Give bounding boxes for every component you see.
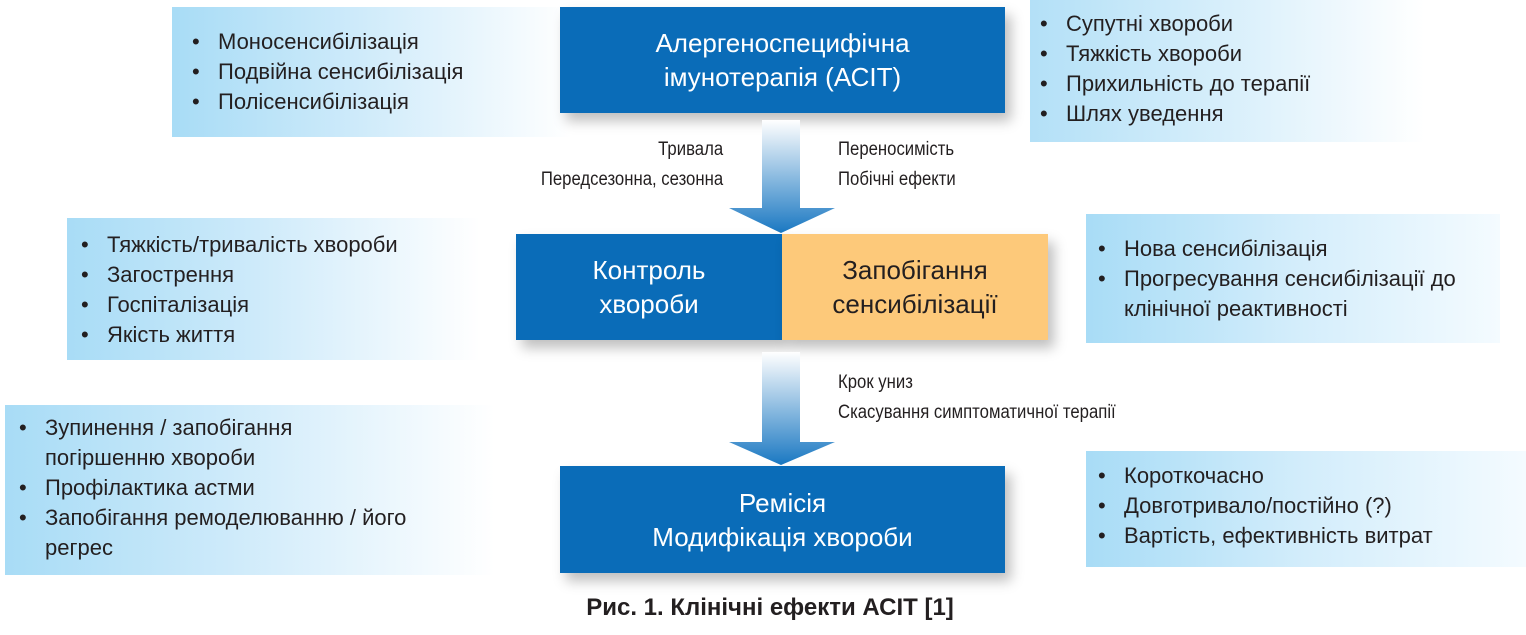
list-item: Зупинення / запобігання погіршенню хворо… bbox=[19, 413, 355, 473]
note-tolerance: Переносимість bbox=[838, 139, 955, 160]
control-title-line2: хвороби bbox=[599, 289, 699, 319]
list-item: Вартість, ефективність витрат bbox=[1098, 521, 1526, 551]
note-symptomatic-withdrawal: Скасування симптоматичної терапії bbox=[838, 402, 1116, 423]
list-item: Прихильність до терапії bbox=[1040, 69, 1425, 99]
down-arrow-icon bbox=[729, 352, 835, 465]
down-arrow-icon bbox=[729, 120, 835, 233]
list-item: Нова сенсибілізація bbox=[1098, 234, 1490, 264]
sensitization-prevention-box: Запобігання сенсибілізації bbox=[782, 234, 1048, 340]
sensitization-types-box: Моносенсибілізація Подвійна сенсибілізац… bbox=[172, 7, 572, 137]
duration-cost-box: Короткочасно Довготривало/постійно (?) В… bbox=[1086, 451, 1526, 567]
sensitization-progress-box: Нова сенсибілізація Прогресування сенсиб… bbox=[1086, 214, 1500, 343]
list-item: Госпіталізація bbox=[81, 290, 480, 320]
remission-title-line1: Ремісія bbox=[738, 487, 827, 518]
note-side-effects: Побічні ефекти bbox=[838, 169, 956, 190]
arrow1-right-notes: Переносимість Побічні ефекти bbox=[838, 135, 956, 195]
list-item: Довготривало/постійно (?) bbox=[1098, 491, 1526, 521]
list-item: Короткочасно bbox=[1098, 461, 1526, 491]
figure-caption: Рис. 1. Клінічні ефекти АСІТ [1] bbox=[586, 594, 954, 621]
disease-control-box: Контроль хвороби bbox=[516, 234, 782, 340]
list-item: Тяжкість/тривалість хвороби bbox=[81, 230, 480, 260]
disease-outcomes-box: Тяжкість/тривалість хвороби Загострення … bbox=[67, 218, 480, 360]
list-item: Якість життя bbox=[81, 320, 480, 350]
acit-box: Алергеноспецифічна імунотерапія (АСІТ) bbox=[560, 7, 1005, 113]
prevention-title-line1: Запобігання bbox=[842, 255, 988, 285]
note-step-down: Крок униз bbox=[838, 372, 913, 393]
list-item: Полісенсибілізація bbox=[192, 87, 572, 117]
prevention-title-line2: сенсибілізації bbox=[832, 289, 998, 319]
list-item: Прогресування сенсибілізації до клінічно… bbox=[1098, 264, 1490, 324]
list-item: Запобігання ремоделюванню / його регрес bbox=[19, 503, 479, 563]
arrow2-right-notes: Крок униз Скасування симптоматичної тера… bbox=[838, 368, 1116, 428]
arrow1-left-notes: Тривала Передсезонна, сезонна bbox=[541, 135, 723, 195]
list-item: Супутні хвороби bbox=[1040, 9, 1425, 39]
remission-box: Ремісія Модифікація хвороби bbox=[560, 466, 1005, 573]
disease-modification-effects-box: Зупинення / запобігання погіршенню хворо… bbox=[5, 405, 495, 575]
patient-factors-box: Супутні хвороби Тяжкість хвороби Прихиль… bbox=[1030, 0, 1425, 142]
list-item: Профілактика астми bbox=[19, 473, 479, 503]
list-item: Шлях уведення bbox=[1040, 99, 1425, 129]
acit-title-line2: імунотерапія (АСІТ) bbox=[663, 62, 902, 92]
list-item: Тяжкість хвороби bbox=[1040, 39, 1425, 69]
list-item: Подвійна сенсибілізація bbox=[192, 57, 572, 87]
note-season: Передсезонна, сезонна bbox=[540, 169, 723, 190]
remission-title-line2: Модифікація хвороби bbox=[652, 521, 913, 552]
acit-title-line1: Алергеноспецифічна bbox=[655, 28, 910, 58]
note-duration: Тривала bbox=[658, 139, 723, 160]
control-title-line1: Контроль bbox=[592, 255, 706, 285]
list-item: Моносенсибілізація bbox=[192, 27, 572, 57]
list-item: Загострення bbox=[81, 260, 480, 290]
